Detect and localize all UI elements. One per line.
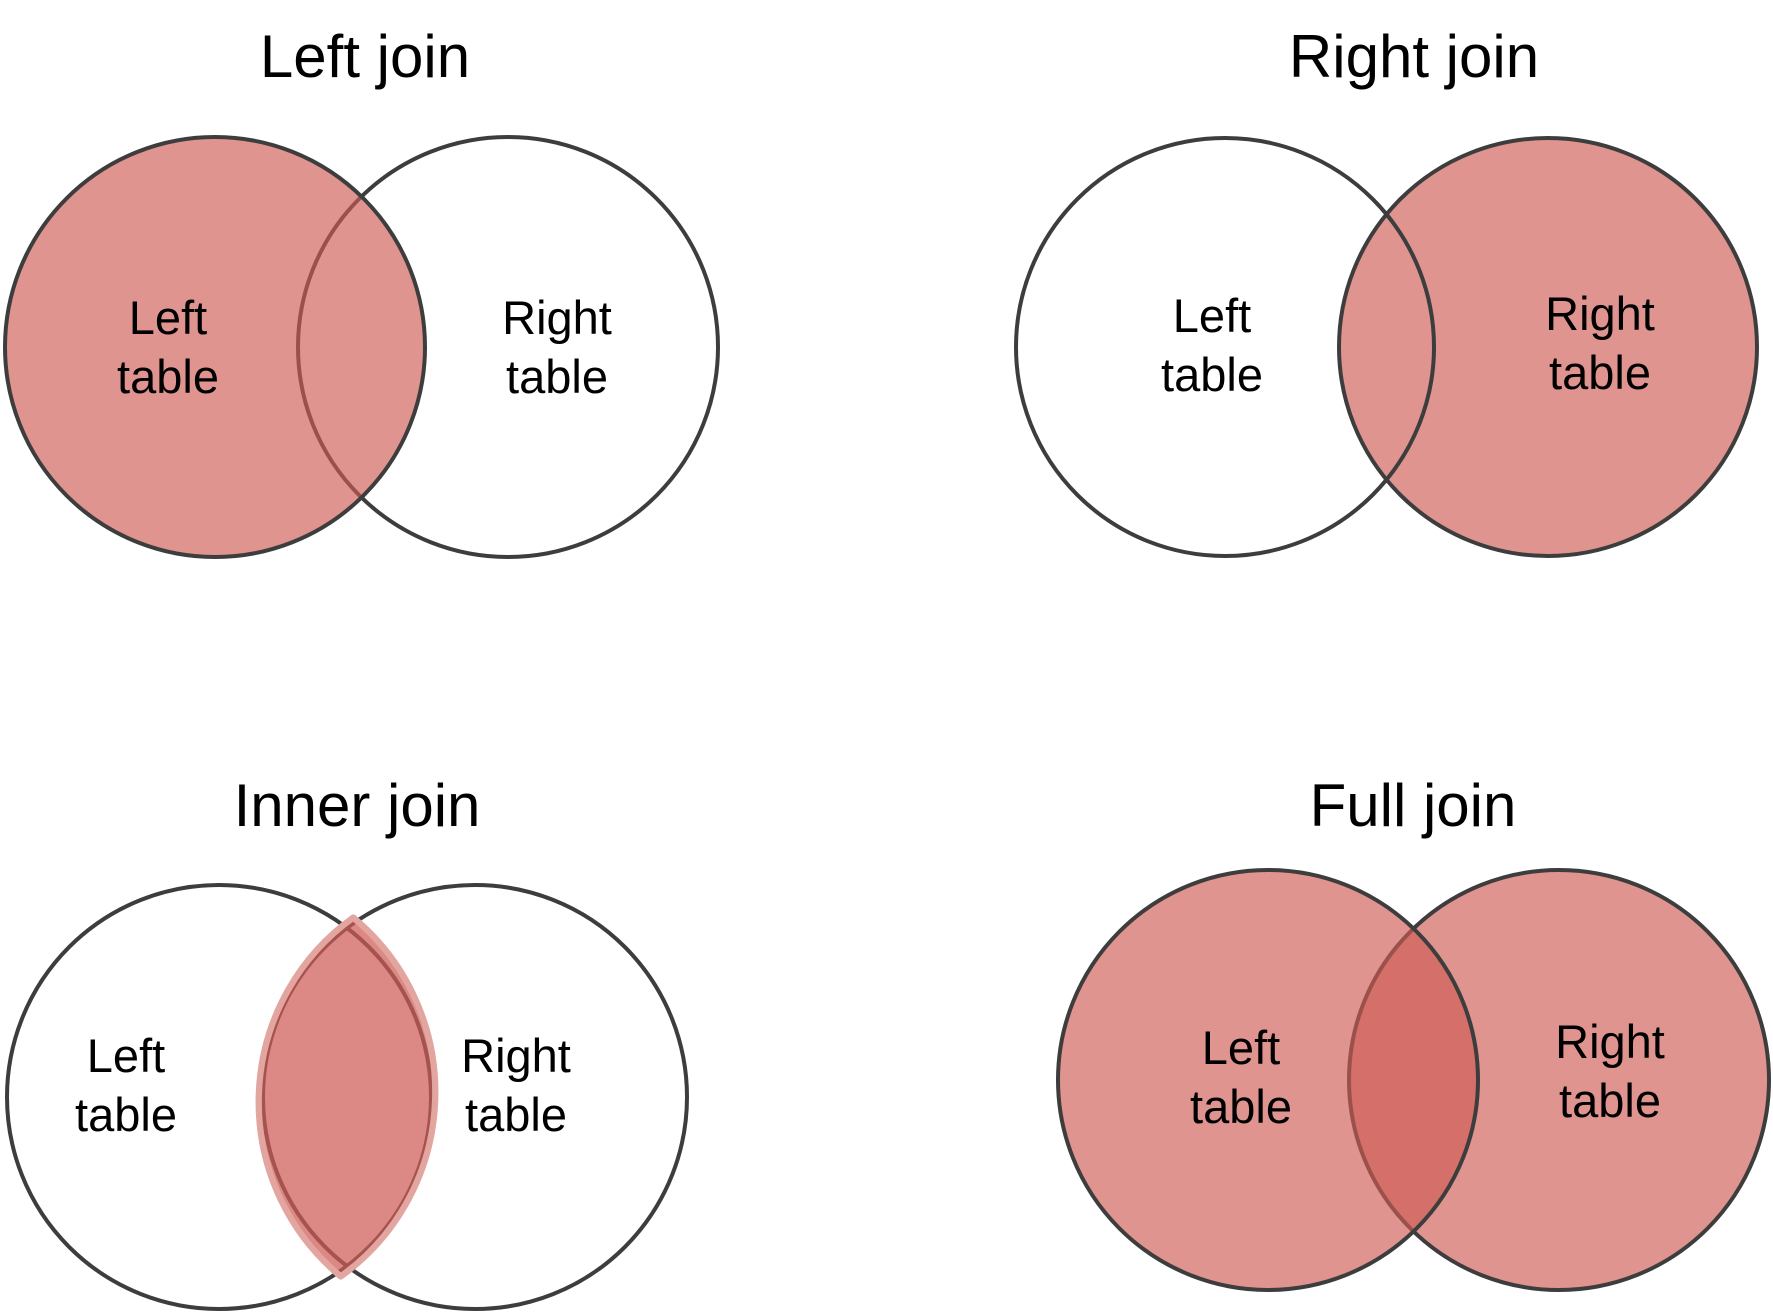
left-join-left-table-circle-shaded: [3, 135, 427, 559]
inner-join-right-table-label: Right table: [461, 1026, 571, 1144]
label-line: Left: [1201, 1021, 1281, 1074]
full-join-title: Full join: [1309, 772, 1517, 839]
left-join-diagram: [3, 135, 720, 559]
inner-join-title: Inner join: [233, 772, 481, 839]
inner-join-left-table-label: Left table: [75, 1026, 177, 1144]
label-line: Right: [461, 1029, 571, 1082]
label-line: table: [506, 350, 608, 403]
right-join-diagram: [1014, 136, 1759, 558]
left-join-right-table-label: Right table: [502, 288, 612, 406]
right-join-right-table-label: Right table: [1545, 284, 1655, 402]
right-join-title: Right join: [1288, 23, 1540, 90]
right-join-left-table-label: Left table: [1161, 286, 1263, 404]
label-line: Left: [86, 1029, 166, 1082]
label-line: Right: [1545, 287, 1655, 340]
inner-join-intersection-shade: [255, 914, 439, 1280]
full-join-left-table-label: Left table: [1190, 1018, 1292, 1136]
full-join-right-table-label: Right table: [1555, 1012, 1665, 1130]
label-line: table: [75, 1088, 177, 1141]
label-line: Left: [128, 291, 208, 344]
label-line: Right: [502, 291, 612, 344]
label-line: table: [1559, 1074, 1661, 1127]
label-line: Right: [1555, 1015, 1665, 1068]
left-join-title: Left join: [259, 23, 471, 90]
label-line: table: [1190, 1080, 1292, 1133]
label-line: table: [1161, 348, 1263, 401]
label-line: Left: [1172, 289, 1252, 342]
full-join-diagram: [1056, 868, 1771, 1292]
label-line: table: [465, 1088, 567, 1141]
left-join-left-table-label: Left table: [117, 288, 219, 406]
inner-join-diagram: [5, 883, 689, 1311]
right-join-left-table-circle: [1014, 136, 1436, 558]
right-join-right-table-circle-shaded: [1337, 136, 1759, 558]
full-join-left-table-circle-shaded: [1056, 868, 1480, 1292]
label-line: table: [117, 350, 219, 403]
label-line: table: [1549, 346, 1651, 399]
